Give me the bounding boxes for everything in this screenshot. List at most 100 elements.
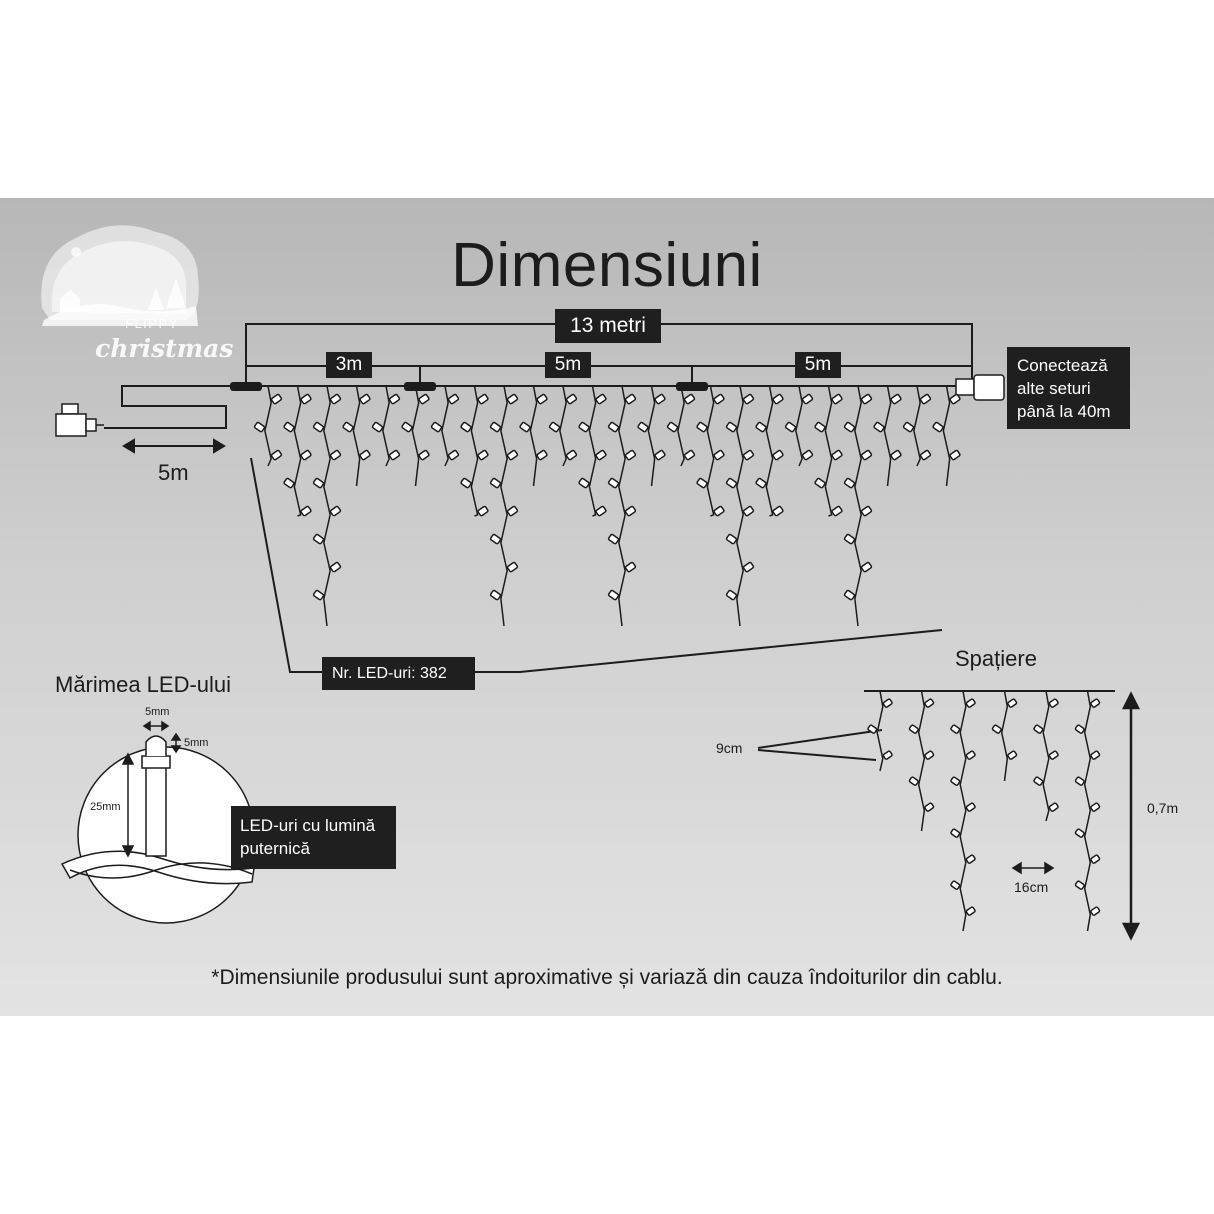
led-bulb-icon bbox=[283, 421, 295, 433]
led-length-label: 25mm bbox=[90, 801, 121, 813]
led-bulb-icon bbox=[831, 393, 843, 405]
led-bulb-icon bbox=[460, 477, 472, 489]
led-bulb-icon bbox=[908, 776, 919, 786]
led-bulb-icon bbox=[477, 393, 489, 405]
led-bulb-icon bbox=[460, 421, 472, 433]
led-bulb-icon bbox=[141, 735, 171, 857]
led-bulb-icon bbox=[919, 393, 932, 405]
led-bulb-icon bbox=[696, 477, 708, 489]
led-bulb-icon bbox=[742, 561, 755, 573]
led-bulb-icon bbox=[300, 505, 312, 517]
led-size-heading: Mărimea LED-ului bbox=[55, 672, 232, 697]
brand-name: FLIPPY bbox=[125, 316, 179, 331]
plug-adapter-icon bbox=[55, 403, 104, 437]
spacing-strand bbox=[1074, 690, 1101, 932]
led-bulb-icon bbox=[860, 449, 873, 461]
led-bulb-icon bbox=[950, 880, 961, 890]
led-bulb-icon bbox=[489, 533, 502, 545]
led-bulb-icon bbox=[932, 421, 944, 433]
drop-spacing-label: 9cm bbox=[716, 740, 743, 756]
led-bulb-icon bbox=[1033, 776, 1044, 786]
led-bulb-icon bbox=[283, 477, 295, 489]
segment-label-3: 5m bbox=[795, 352, 841, 378]
led-bulb-icon bbox=[831, 505, 843, 517]
led-bulb-icon bbox=[447, 449, 460, 461]
led-bulb-icon bbox=[565, 393, 578, 405]
led-bulb-icon bbox=[637, 421, 649, 433]
led-bulb-icon bbox=[536, 449, 548, 461]
led-bulb-icon bbox=[725, 421, 738, 433]
double-arrow-icon bbox=[122, 438, 226, 454]
led-bulb-icon bbox=[312, 421, 325, 433]
icicle-strand bbox=[460, 385, 489, 517]
led-bulb-icon bbox=[772, 505, 784, 517]
led-bulb-icon bbox=[924, 802, 935, 812]
led-bulb-icon bbox=[312, 533, 325, 545]
led-bulb-icon bbox=[253, 421, 266, 433]
led-bulb-icon bbox=[489, 421, 502, 433]
led-bulb-icon bbox=[1074, 828, 1085, 838]
led-bulb-icon bbox=[919, 449, 932, 461]
led-bulb-icon bbox=[725, 589, 738, 601]
led-bulb-icon bbox=[683, 393, 696, 405]
led-bulb-icon bbox=[607, 589, 620, 601]
icicle-strand bbox=[607, 385, 637, 627]
led-bulb-icon bbox=[607, 421, 620, 433]
led-bulb-icon bbox=[801, 449, 814, 461]
icicle-strand bbox=[666, 385, 696, 467]
icicle-strand bbox=[696, 385, 725, 517]
led-bulb-icon bbox=[1033, 724, 1044, 734]
led-bulb-icon bbox=[890, 393, 902, 405]
connector-node-icon bbox=[230, 382, 708, 391]
led-bulb-icon bbox=[371, 421, 384, 433]
led-bulb-icon bbox=[725, 477, 738, 489]
led-bulb-icon bbox=[742, 393, 755, 405]
led-bulb-icon bbox=[755, 421, 767, 433]
led-bulb-icon bbox=[388, 393, 401, 405]
diagram-canvas bbox=[55, 323, 1141, 941]
segment-label-1: 3m bbox=[326, 352, 372, 378]
led-bulb-icon bbox=[595, 505, 607, 517]
spacing-strands bbox=[867, 690, 1101, 932]
dimensions-panel: FLIPPY christmas bbox=[0, 198, 1214, 1016]
led-bulb-icon bbox=[873, 421, 885, 433]
led-bulb-icon bbox=[595, 393, 607, 405]
total-length-label: 13 metri bbox=[555, 309, 661, 343]
led-bulb-icon bbox=[742, 449, 755, 461]
led-bulb-icon bbox=[843, 477, 856, 489]
icicle-strand bbox=[401, 385, 430, 487]
led-bulb-icon bbox=[949, 393, 961, 405]
page-title: Dimensiuni bbox=[451, 231, 763, 300]
led-bulb-icon bbox=[607, 533, 620, 545]
led-measure-arrows bbox=[121, 720, 182, 858]
led-bulb-icon bbox=[965, 698, 976, 708]
led-bulb-icon bbox=[713, 449, 725, 461]
strand-spacing-label: 16cm bbox=[1014, 879, 1049, 895]
icicle-strand bbox=[843, 385, 873, 627]
led-bulb-icon bbox=[506, 449, 519, 461]
led-bulb-icon bbox=[506, 561, 519, 573]
led-bulb-icon bbox=[312, 589, 325, 601]
double-arrow-icon bbox=[1011, 861, 1055, 875]
led-bulb-icon bbox=[924, 750, 935, 760]
segment-label-2: 5m bbox=[545, 352, 591, 378]
led-bulb-icon bbox=[950, 776, 961, 786]
led-bulb-icon bbox=[359, 393, 371, 405]
spacing-strand bbox=[908, 690, 935, 832]
led-bulb-icon bbox=[725, 533, 738, 545]
drop-spacing-pointer bbox=[757, 729, 883, 761]
led-bulb-icon bbox=[519, 421, 531, 433]
led-bulb-icon bbox=[624, 449, 637, 461]
led-bulb-icon bbox=[1074, 880, 1085, 890]
led-bulb-icon bbox=[890, 449, 902, 461]
spacing-strand bbox=[867, 690, 893, 772]
led-count-pointer-right bbox=[475, 629, 943, 673]
lead-cable bbox=[104, 385, 246, 429]
led-count-pointer-left bbox=[250, 457, 322, 673]
led-bulb-icon bbox=[489, 477, 502, 489]
led-bulb-icon bbox=[867, 724, 878, 734]
led-bulb-icon bbox=[683, 449, 696, 461]
led-bulb-icon bbox=[950, 724, 961, 734]
led-bulb-icon bbox=[831, 449, 843, 461]
icicle-strand bbox=[548, 385, 578, 467]
